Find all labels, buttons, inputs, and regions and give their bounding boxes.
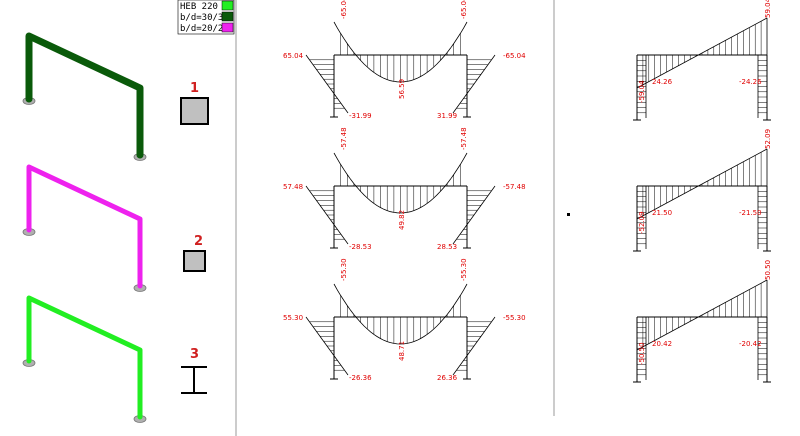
moment-label-top-right: -57.48 [460,127,468,150]
shear-label-left-end: -52.09 [638,211,646,234]
moment-label-bottom-left: -31.99 [349,112,372,120]
legend-item-heb220: HEB 220 [180,0,234,12]
frame-3d [22,164,147,292]
moment-label-bottom-right: 26.36 [437,374,458,382]
moment-label-top-left: -65.04 [340,0,348,19]
section-number: 3 [190,347,199,362]
moment-label-top-left: -55.30 [340,258,348,281]
shear-label-left-column: 20.42 [652,340,672,348]
legend: HEB 220 b/d=30/30 b/d=20/20 [177,0,235,35]
square-section-large [180,97,209,125]
frame-members [25,32,144,159]
moment-label-mid: 48.71 [398,341,406,361]
frames-3d [22,32,147,423]
moment-label-right: -55.30 [503,314,526,322]
shear-diagram: 59.04 -59.04 24.26 -24.26 [633,0,772,121]
moment-label-bottom-right: 28.53 [437,243,457,251]
section-number: 2 [194,234,203,249]
shear-label-left-column: 24.26 [652,78,673,86]
section-2: 2 [183,234,206,272]
shear-diagram: 50.50 -50.50 20.42 -20.42 [633,260,772,383]
shear-label-top: 59.04 [764,0,772,18]
legend-item-30x30: b/d=30/30 [180,11,234,23]
section-1: 1 [180,81,209,125]
moment-label-right: -65.04 [503,52,526,60]
shear-label-left-end: -59.04 [638,80,646,103]
moment-label-left: 55.30 [283,314,303,322]
moment-label-left: 57.48 [283,183,303,191]
i-beam-section [181,366,207,394]
moment-label-bottom-left: -26.36 [349,374,372,382]
moment-label-bottom-left: -28.53 [349,243,372,251]
frame-3d [22,295,147,423]
legend-label: b/d=30/30 [180,13,229,23]
moment-label-mid: 49.82 [398,210,406,230]
moment-label-top-right: -65.04 [460,0,468,19]
shear-label-top: 52.09 [764,129,772,149]
shear-label-left-end: -50.50 [638,342,646,365]
moment-label-mid: 56.59 [398,79,406,99]
moment-label-bottom-right: 31.99 [437,112,457,120]
marker-dot [567,213,570,216]
legend-item-20x20: b/d=20/20 [180,22,234,34]
moment-diagram: -55.30 -55.30 55.30 -55.30 48.71 -26.36 26.36 [283,258,526,382]
moment-diagram: -65.04 -65.04 65.04 -65.04 56.59 -31.99 31.99 [283,0,526,120]
legend-label: HEB 220 [180,2,218,12]
shear-label-top: 50.50 [764,260,772,280]
moment-label-left: 65.04 [283,52,304,60]
shear-label-left-column: 21.50 [652,209,672,217]
moment-label-top-right: -55.30 [460,258,468,281]
shear-label-right-column: -20.42 [739,340,762,348]
frame-members [26,295,143,420]
moment-label-right: -57.48 [503,183,526,191]
shear-label-right-column: -24.26 [739,78,762,86]
legend-label: b/d=20/20 [180,24,229,34]
frame-members [26,164,143,289]
shear-force-diagrams: 59.04 -59.04 24.26 -24.26 52.09 -52.09 21.50 -2… [633,0,772,383]
section-3: 3 [181,347,207,394]
moment-diagram: -57.48 -57.48 57.48 -57.48 49.82 -28.53 28.53 [283,127,526,251]
frame-3d [22,32,147,161]
moment-label-top-left: -57.48 [340,127,348,150]
section-number: 1 [190,81,199,96]
square-section-small [183,250,206,272]
shear-diagram: 52.09 -52.09 21.50 -21.50 [633,129,772,252]
shear-label-right-column: -21.50 [739,209,762,217]
